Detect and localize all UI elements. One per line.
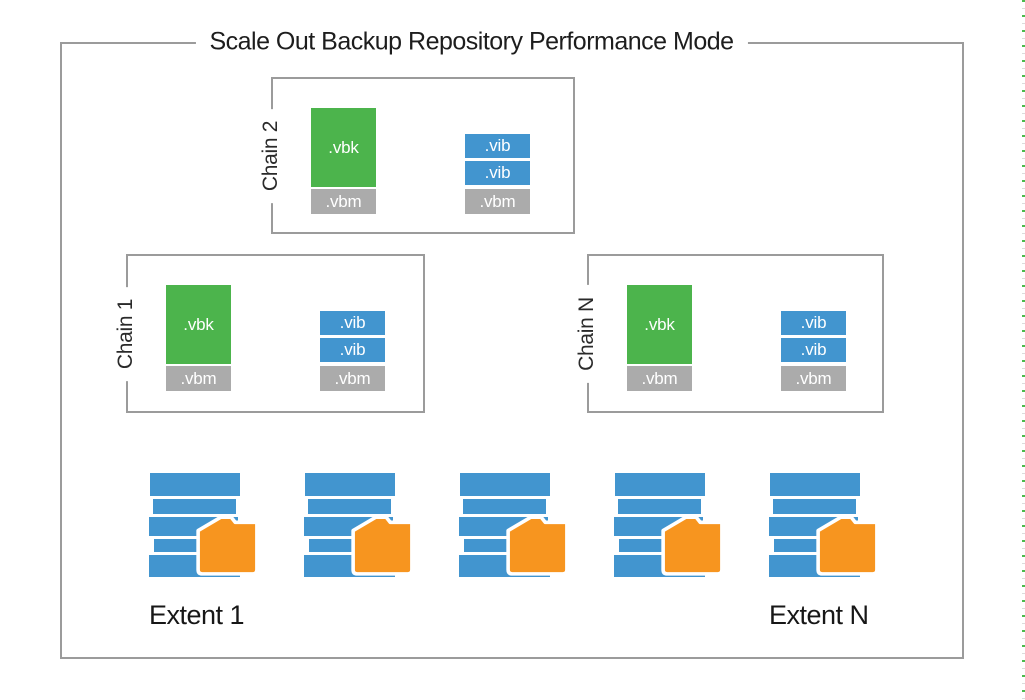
storage-stack-with-folder-icon <box>458 473 572 579</box>
vbk-file-block: .vbk <box>311 108 376 187</box>
folder-icon <box>506 515 569 576</box>
stack-bar <box>308 499 391 514</box>
right-edge-dash-artifact <box>1022 0 1025 700</box>
vib-file-block: .vib <box>465 161 530 185</box>
stack-bar <box>773 499 856 514</box>
vbm-file-block: .vbm <box>627 366 692 391</box>
diagram-title: Scale Out Backup Repository Performance … <box>195 27 748 57</box>
scale-out-repository-box: Scale Out Backup Repository Performance … <box>60 27 964 659</box>
stack-bar <box>150 473 240 496</box>
folder-icon <box>661 515 724 576</box>
folder-icon <box>816 515 879 576</box>
stack-bar <box>770 473 860 496</box>
chain-n-label: Chain N <box>574 284 600 383</box>
folder-icon <box>196 515 259 576</box>
storage-stack-with-folder-icon <box>303 473 417 579</box>
storage-stack-with-folder-icon <box>148 473 262 579</box>
vbm-file-block: .vbm <box>781 366 846 391</box>
stack-bar <box>305 473 395 496</box>
vib-file-block: .vib <box>320 311 385 335</box>
chain-1-box: Chain 1 .vbk .vbm .vib .vib .vbm <box>113 254 425 413</box>
storage-stack-with-folder-icon <box>613 473 727 579</box>
vib-file-block: .vib <box>465 134 530 158</box>
vbk-file-block: .vbk <box>627 285 692 364</box>
stack-bar <box>618 499 701 514</box>
stack-bar <box>615 473 705 496</box>
vbm-file-block: .vbm <box>465 189 530 214</box>
storage-stack-with-folder-icon <box>768 473 882 579</box>
stack-bar <box>153 499 236 514</box>
vib-file-block: .vib <box>781 311 846 335</box>
chain-2-box: Chain 2 .vbk .vbm .vib .vib .vbm <box>258 77 575 234</box>
vib-file-block: .vib <box>781 338 846 362</box>
vbm-file-block: .vbm <box>320 366 385 391</box>
chain-2-label: Chain 2 <box>258 108 284 203</box>
chain-n-box: Chain N .vbk .vbm .vib .vib .vbm <box>574 254 884 413</box>
extent-n-label: Extent N <box>769 600 869 630</box>
folder-icon <box>351 515 414 576</box>
vbm-file-block: .vbm <box>311 189 376 214</box>
extent-1-label: Extent 1 <box>149 600 245 630</box>
stack-bar <box>463 499 546 514</box>
stack-bar <box>460 473 550 496</box>
vib-file-block: .vib <box>320 338 385 362</box>
vbm-file-block: .vbm <box>166 366 231 391</box>
vbk-file-block: .vbk <box>166 285 231 364</box>
chain-1-label: Chain 1 <box>113 286 139 381</box>
